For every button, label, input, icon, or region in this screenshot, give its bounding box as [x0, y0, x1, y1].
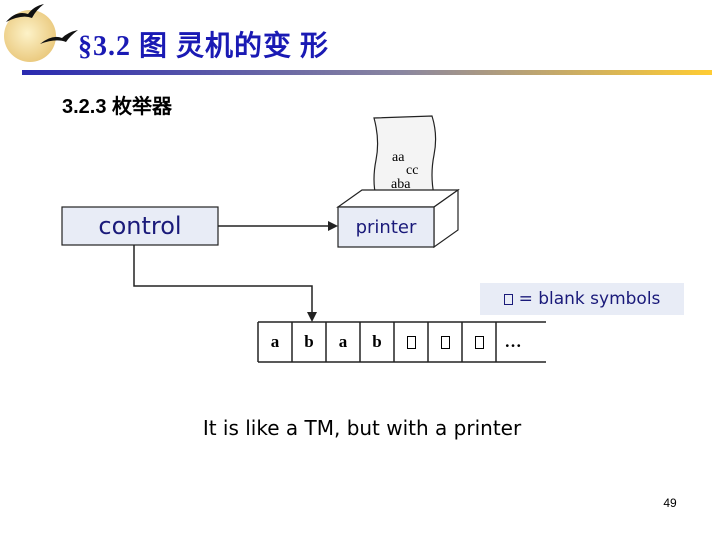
control-label: control	[98, 212, 182, 240]
tape-symbol: b	[304, 332, 314, 351]
tape-cell	[462, 322, 496, 362]
tape-cell: a	[326, 322, 360, 362]
paper-line-1: aa	[392, 150, 405, 165]
blank-symbol-icon	[474, 335, 484, 349]
tape-cell	[394, 322, 428, 362]
blank-symbol-legend: = blank symbols	[480, 283, 684, 315]
printer-box	[337, 206, 435, 248]
caption: It is like a TM, but with a printer	[202, 416, 522, 440]
tape-cell	[428, 322, 462, 362]
tape-symbol: b	[372, 332, 382, 351]
tape-ellipsis: …	[496, 322, 530, 362]
tape: a b a b …	[258, 322, 530, 362]
tape-cell: a	[258, 322, 292, 362]
paper-line-3: aba	[391, 177, 411, 192]
down-arrow-icon	[307, 312, 317, 322]
blank-symbol-icon	[406, 335, 416, 349]
blank-symbol-icon	[503, 293, 513, 305]
page-number: 49	[663, 496, 677, 510]
section-heading: 3.2.3 枚举器	[62, 96, 173, 118]
title-underline	[22, 70, 712, 75]
tape-symbol: a	[338, 332, 348, 351]
slide-title: §3.2 图 灵机的变 形	[78, 31, 330, 62]
printer-label: printer	[355, 216, 417, 238]
tape-cell: b	[360, 322, 394, 362]
control-box	[61, 206, 219, 246]
legend-text: = blank symbols	[518, 289, 661, 309]
right-arrow-icon	[328, 221, 338, 231]
control-to-tape-line	[133, 245, 313, 314]
seagull-logo-icon	[4, 4, 78, 62]
blank-symbol-icon	[440, 335, 450, 349]
paper-line-2: cc	[406, 163, 419, 178]
tape-symbol: a	[270, 332, 280, 351]
tape-symbol: …	[504, 332, 522, 351]
tape-cell: b	[292, 322, 326, 362]
